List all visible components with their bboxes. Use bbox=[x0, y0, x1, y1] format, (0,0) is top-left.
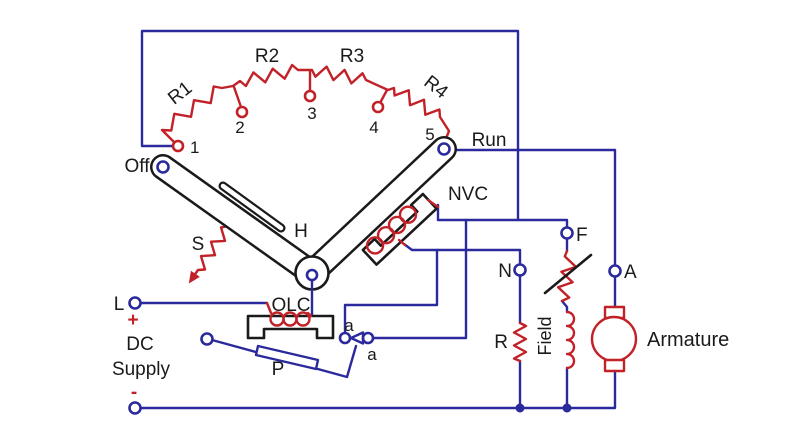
terminal-F bbox=[560, 226, 574, 240]
stud-3 bbox=[303, 89, 317, 103]
label-stud4: 4 bbox=[369, 118, 378, 137]
handle-arm-run-inner bbox=[301, 138, 455, 284]
label-supply: Supply bbox=[112, 359, 171, 380]
label-r2: R2 bbox=[255, 46, 279, 67]
handle-arm-off-inner bbox=[152, 156, 323, 284]
stud-2 bbox=[235, 105, 249, 119]
olc-core bbox=[246, 314, 335, 340]
plunger-pivot bbox=[200, 332, 214, 346]
label-r1: R1 bbox=[164, 78, 196, 110]
nvc-coil-loop bbox=[398, 205, 418, 224]
label-off: Off bbox=[125, 156, 151, 177]
label-stud1: 1 bbox=[190, 138, 199, 157]
nvc-lead-bottom bbox=[397, 238, 407, 247]
label-run: Run bbox=[472, 130, 507, 151]
junction-rail-field bbox=[562, 403, 572, 413]
field-coil bbox=[565, 310, 576, 370]
label-stud3: 3 bbox=[307, 104, 316, 123]
stud-1 bbox=[171, 139, 185, 153]
wire-stud1-frame bbox=[140, 29, 520, 222]
starting-resistance-chain bbox=[160, 63, 451, 148]
terminal-L bbox=[128, 296, 142, 310]
label-field: Field bbox=[535, 316, 555, 355]
olc-coil-loop bbox=[295, 311, 311, 327]
label-handle: H bbox=[294, 221, 308, 242]
olc-lead-right bbox=[306, 311, 313, 318]
plunger-armature-plate bbox=[254, 344, 320, 371]
off-position-hole bbox=[156, 160, 170, 174]
junction-rail-R bbox=[515, 403, 525, 413]
label-terminal-L: L bbox=[114, 294, 125, 315]
label-contact-a-upper: a bbox=[344, 316, 354, 335]
armature-circle bbox=[590, 315, 638, 363]
label-contact-a-lower: a bbox=[367, 345, 377, 364]
tap-stud4 bbox=[378, 88, 389, 105]
terminal-A bbox=[608, 264, 622, 278]
spring-zigzag bbox=[189, 224, 231, 282]
label-terminal-F: F bbox=[576, 225, 588, 246]
label-spring: S bbox=[192, 234, 205, 255]
pivot-center-hole bbox=[305, 268, 319, 282]
stud-4 bbox=[371, 100, 385, 114]
label-terminal-A: A bbox=[624, 262, 637, 283]
wire-left-a-to-nvc-bottom-node bbox=[343, 248, 439, 335]
label-terminal-N: N bbox=[498, 261, 512, 282]
spring-arrowhead bbox=[188, 270, 200, 284]
label-r3: R3 bbox=[340, 46, 364, 67]
label-r4: R4 bbox=[420, 72, 452, 104]
label-olc: OLC bbox=[271, 295, 310, 316]
label-nvc: NVC bbox=[448, 184, 488, 205]
brush-bottom bbox=[603, 358, 626, 373]
label-plus: + bbox=[127, 310, 138, 331]
wire-right-a-to-nvc-top-node bbox=[366, 218, 468, 340]
contact-a-right bbox=[361, 331, 375, 345]
terminal-N bbox=[513, 263, 527, 277]
wire-nvctop-to-field-terminal bbox=[436, 218, 569, 230]
label-minus: - bbox=[131, 382, 137, 403]
label-armature: Armature bbox=[647, 329, 729, 351]
wire-rheostat-to-field-coil bbox=[560, 299, 569, 314]
olc-lead-left bbox=[265, 301, 273, 315]
nvc-lead-top bbox=[426, 198, 440, 209]
label-dc: DC bbox=[126, 334, 153, 355]
label-resistor-R: R bbox=[494, 332, 508, 353]
field-rheostat-zigzag bbox=[556, 249, 578, 303]
wire-run-to-armature-terminal bbox=[446, 148, 617, 268]
handle-grip-slot-inner bbox=[220, 183, 284, 231]
resistor-R-zigzag bbox=[512, 321, 528, 363]
contact-a-left bbox=[338, 331, 352, 345]
label-stud5: 5 bbox=[425, 125, 434, 144]
stud-5 bbox=[437, 142, 451, 156]
wire-bottom-rail bbox=[133, 366, 617, 410]
terminal-supply-negative bbox=[128, 401, 142, 415]
tap-stud2 bbox=[232, 85, 243, 109]
label-stud2: 2 bbox=[235, 118, 244, 137]
label-plunger: P bbox=[272, 359, 285, 380]
rheostat-variable-stroke bbox=[543, 253, 593, 295]
